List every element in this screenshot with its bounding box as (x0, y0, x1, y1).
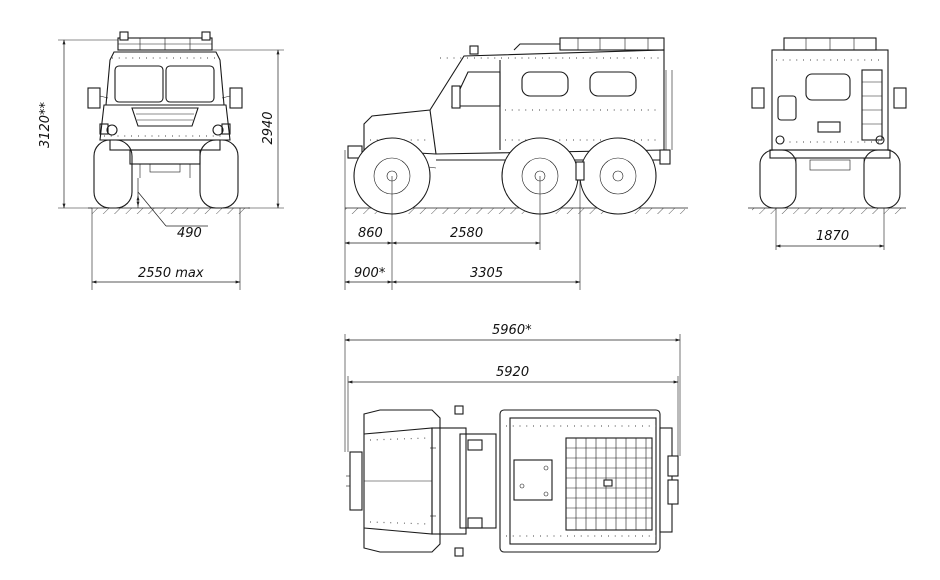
dim-5920: 5920 (496, 365, 529, 380)
side-ground-hatch (345, 208, 685, 214)
side-view (345, 37, 688, 215)
rear-dimensions: 1870 (775, 208, 885, 250)
rear-ground-hatch (752, 208, 904, 214)
dim-2550: 2550 max (138, 266, 204, 281)
dim-3120: 3120** (38, 101, 53, 148)
roof-rack-grid (565, 437, 653, 531)
dim-860: 860 (358, 226, 383, 241)
dim-1870: 1870 (816, 229, 849, 244)
dim-2940: 2940 (261, 111, 276, 144)
dim-900: 900* (354, 266, 386, 281)
front-dimensions: 3120** 2940 490 2550 max (38, 39, 284, 290)
top-dimensions: 5960* 5920 (344, 323, 681, 456)
top-view (346, 405, 679, 557)
dim-5960: 5960* (492, 323, 532, 338)
side-wheel-rear (579, 137, 657, 215)
dim-3305: 3305 (470, 266, 503, 281)
side-dimensions: 860 2580 900* 3305 (344, 150, 581, 290)
front-view (87, 31, 250, 214)
dim-490: 490 (177, 226, 202, 241)
dim-2580: 2580 (450, 226, 483, 241)
front-ground-hatch (92, 208, 247, 214)
rear-view (748, 37, 907, 214)
